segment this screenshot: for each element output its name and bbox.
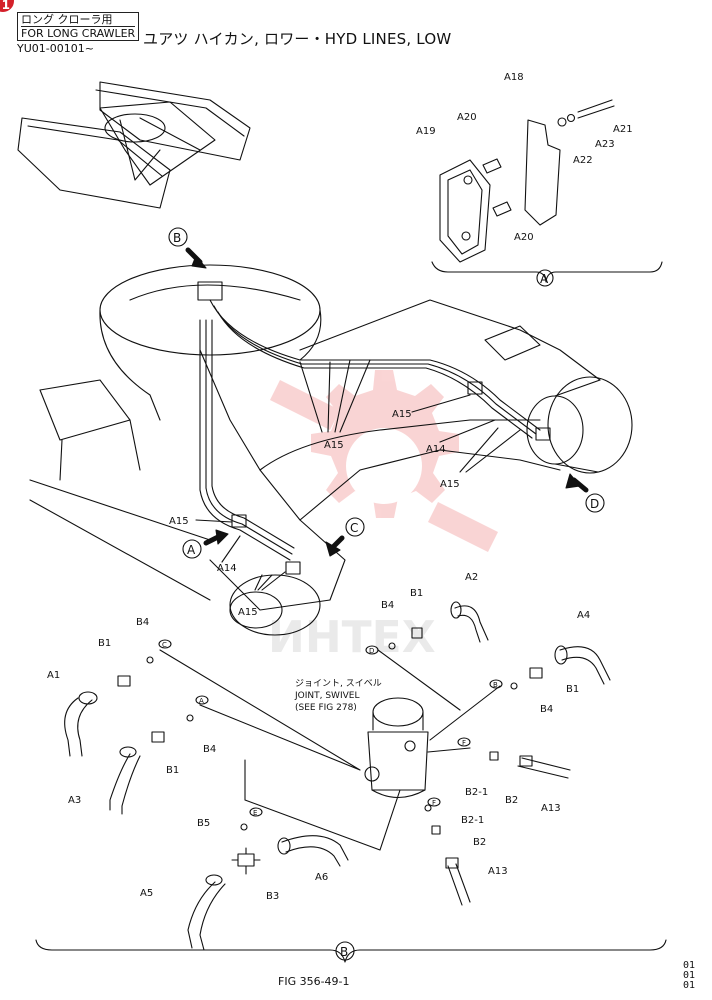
page-code-1: 01 bbox=[683, 960, 696, 971]
applicability-note-jp: ロング クローラ用 bbox=[21, 13, 113, 26]
view-a-bracket-detail bbox=[431, 99, 663, 283]
label-a15-right: A15 bbox=[440, 479, 460, 490]
svg-text:A: A bbox=[187, 543, 196, 557]
port-letter-a: A bbox=[195, 695, 209, 705]
watermark-text: ИНТЕХ bbox=[268, 612, 436, 663]
svg-text:D: D bbox=[590, 497, 599, 511]
exploded-parts bbox=[35, 601, 667, 963]
label-a20-top: A20 bbox=[457, 112, 477, 123]
label-a21: A21 bbox=[613, 124, 633, 135]
view-letter-b-bottom: B bbox=[335, 941, 355, 961]
undercarriage-thumbnail bbox=[17, 81, 251, 209]
main-frame-drawing bbox=[29, 247, 633, 636]
label-a5: A5 bbox=[140, 888, 153, 899]
svg-text:C: C bbox=[162, 641, 167, 649]
port-letter-d: D bbox=[365, 645, 379, 655]
view-letter-a-small: A bbox=[536, 269, 554, 287]
swivel-note-en: JOINT, SWIVEL bbox=[294, 691, 359, 701]
port-letter-c: C bbox=[158, 639, 172, 649]
svg-text:B: B bbox=[340, 945, 348, 959]
label-a1: A1 bbox=[47, 670, 60, 681]
view-letter-a: A bbox=[182, 539, 202, 559]
port-letter-f-lower: F bbox=[427, 797, 441, 807]
label-b2-1-upper: B2-1 bbox=[465, 787, 488, 798]
label-a4: A4 bbox=[577, 610, 590, 621]
label-a15-left: A15 bbox=[169, 516, 189, 527]
svg-text:F: F bbox=[432, 799, 436, 807]
label-b2-1-lower: B2-1 bbox=[461, 815, 484, 826]
svg-text:A: A bbox=[199, 697, 204, 705]
page-corner-marker: 1 bbox=[0, 0, 14, 12]
label-b1-right: B1 bbox=[566, 684, 579, 695]
view-letter-b-top: B bbox=[168, 227, 188, 247]
port-letter-e: E bbox=[249, 807, 263, 817]
label-a13-lower: A13 bbox=[488, 866, 508, 877]
port-letter-f-upper: F bbox=[457, 737, 471, 747]
svg-text:E: E bbox=[253, 809, 257, 817]
serial-range: YU01-00101~ bbox=[17, 42, 94, 55]
label-b3: B3 bbox=[266, 891, 279, 902]
label-a23: A23 bbox=[595, 139, 615, 150]
applicability-note-en: FOR LONG CRAWLER bbox=[21, 26, 136, 40]
label-a3: A3 bbox=[68, 795, 81, 806]
label-b2-upper: B2 bbox=[505, 795, 518, 806]
swivel-note-jp: ジョイント, スイベル bbox=[295, 679, 382, 689]
label-a14-left: A14 bbox=[217, 563, 237, 574]
label-a15-top: A15 bbox=[324, 440, 344, 451]
svg-text:D: D bbox=[369, 647, 374, 655]
label-a13-upper: A13 bbox=[541, 803, 561, 814]
svg-text:B: B bbox=[493, 681, 498, 689]
label-a6: A6 bbox=[315, 872, 328, 883]
label-b1-left: B1 bbox=[98, 638, 111, 649]
view-letter-c: C bbox=[345, 517, 365, 537]
label-a15-lower: A15 bbox=[238, 607, 258, 618]
label-b4-left: B4 bbox=[203, 744, 216, 755]
view-letter-d: D bbox=[585, 493, 605, 513]
port-letter-b: B bbox=[489, 679, 503, 689]
label-a15-mid: A15 bbox=[392, 409, 412, 420]
label-a22: A22 bbox=[573, 155, 593, 166]
svg-text:F: F bbox=[462, 739, 466, 747]
label-a14-right: A14 bbox=[426, 444, 446, 455]
label-b4-upper: B4 bbox=[381, 600, 394, 611]
label-b4-top: B4 bbox=[136, 617, 149, 628]
svg-text:B: B bbox=[173, 231, 181, 245]
label-b1-upper: B1 bbox=[410, 588, 423, 599]
label-a2: A2 bbox=[465, 572, 478, 583]
watermark-logo bbox=[270, 370, 498, 552]
page-title: ユアツ ハイカン, ロワー・HYD LINES, LOW bbox=[143, 30, 452, 48]
svg-text:A: A bbox=[540, 272, 549, 286]
label-b2-lower: B2 bbox=[473, 837, 486, 848]
label-b4-right: B4 bbox=[540, 704, 553, 715]
swivel-note-ref: (SEE FIG 278) bbox=[295, 703, 357, 713]
label-a20-bottom: A20 bbox=[514, 232, 534, 243]
svg-text:C: C bbox=[350, 521, 358, 535]
applicability-note: ロング クローラ用 FOR LONG CRAWLER bbox=[17, 12, 140, 41]
label-a19: A19 bbox=[416, 126, 436, 137]
page-code-3: 01 bbox=[683, 980, 696, 991]
label-b5: B5 bbox=[197, 818, 210, 829]
figure-number: FIG 356-49-1 bbox=[278, 975, 350, 988]
label-b1-lower: B1 bbox=[166, 765, 179, 776]
label-a18: A18 bbox=[504, 72, 524, 83]
page-code-2: 01 bbox=[683, 970, 696, 981]
